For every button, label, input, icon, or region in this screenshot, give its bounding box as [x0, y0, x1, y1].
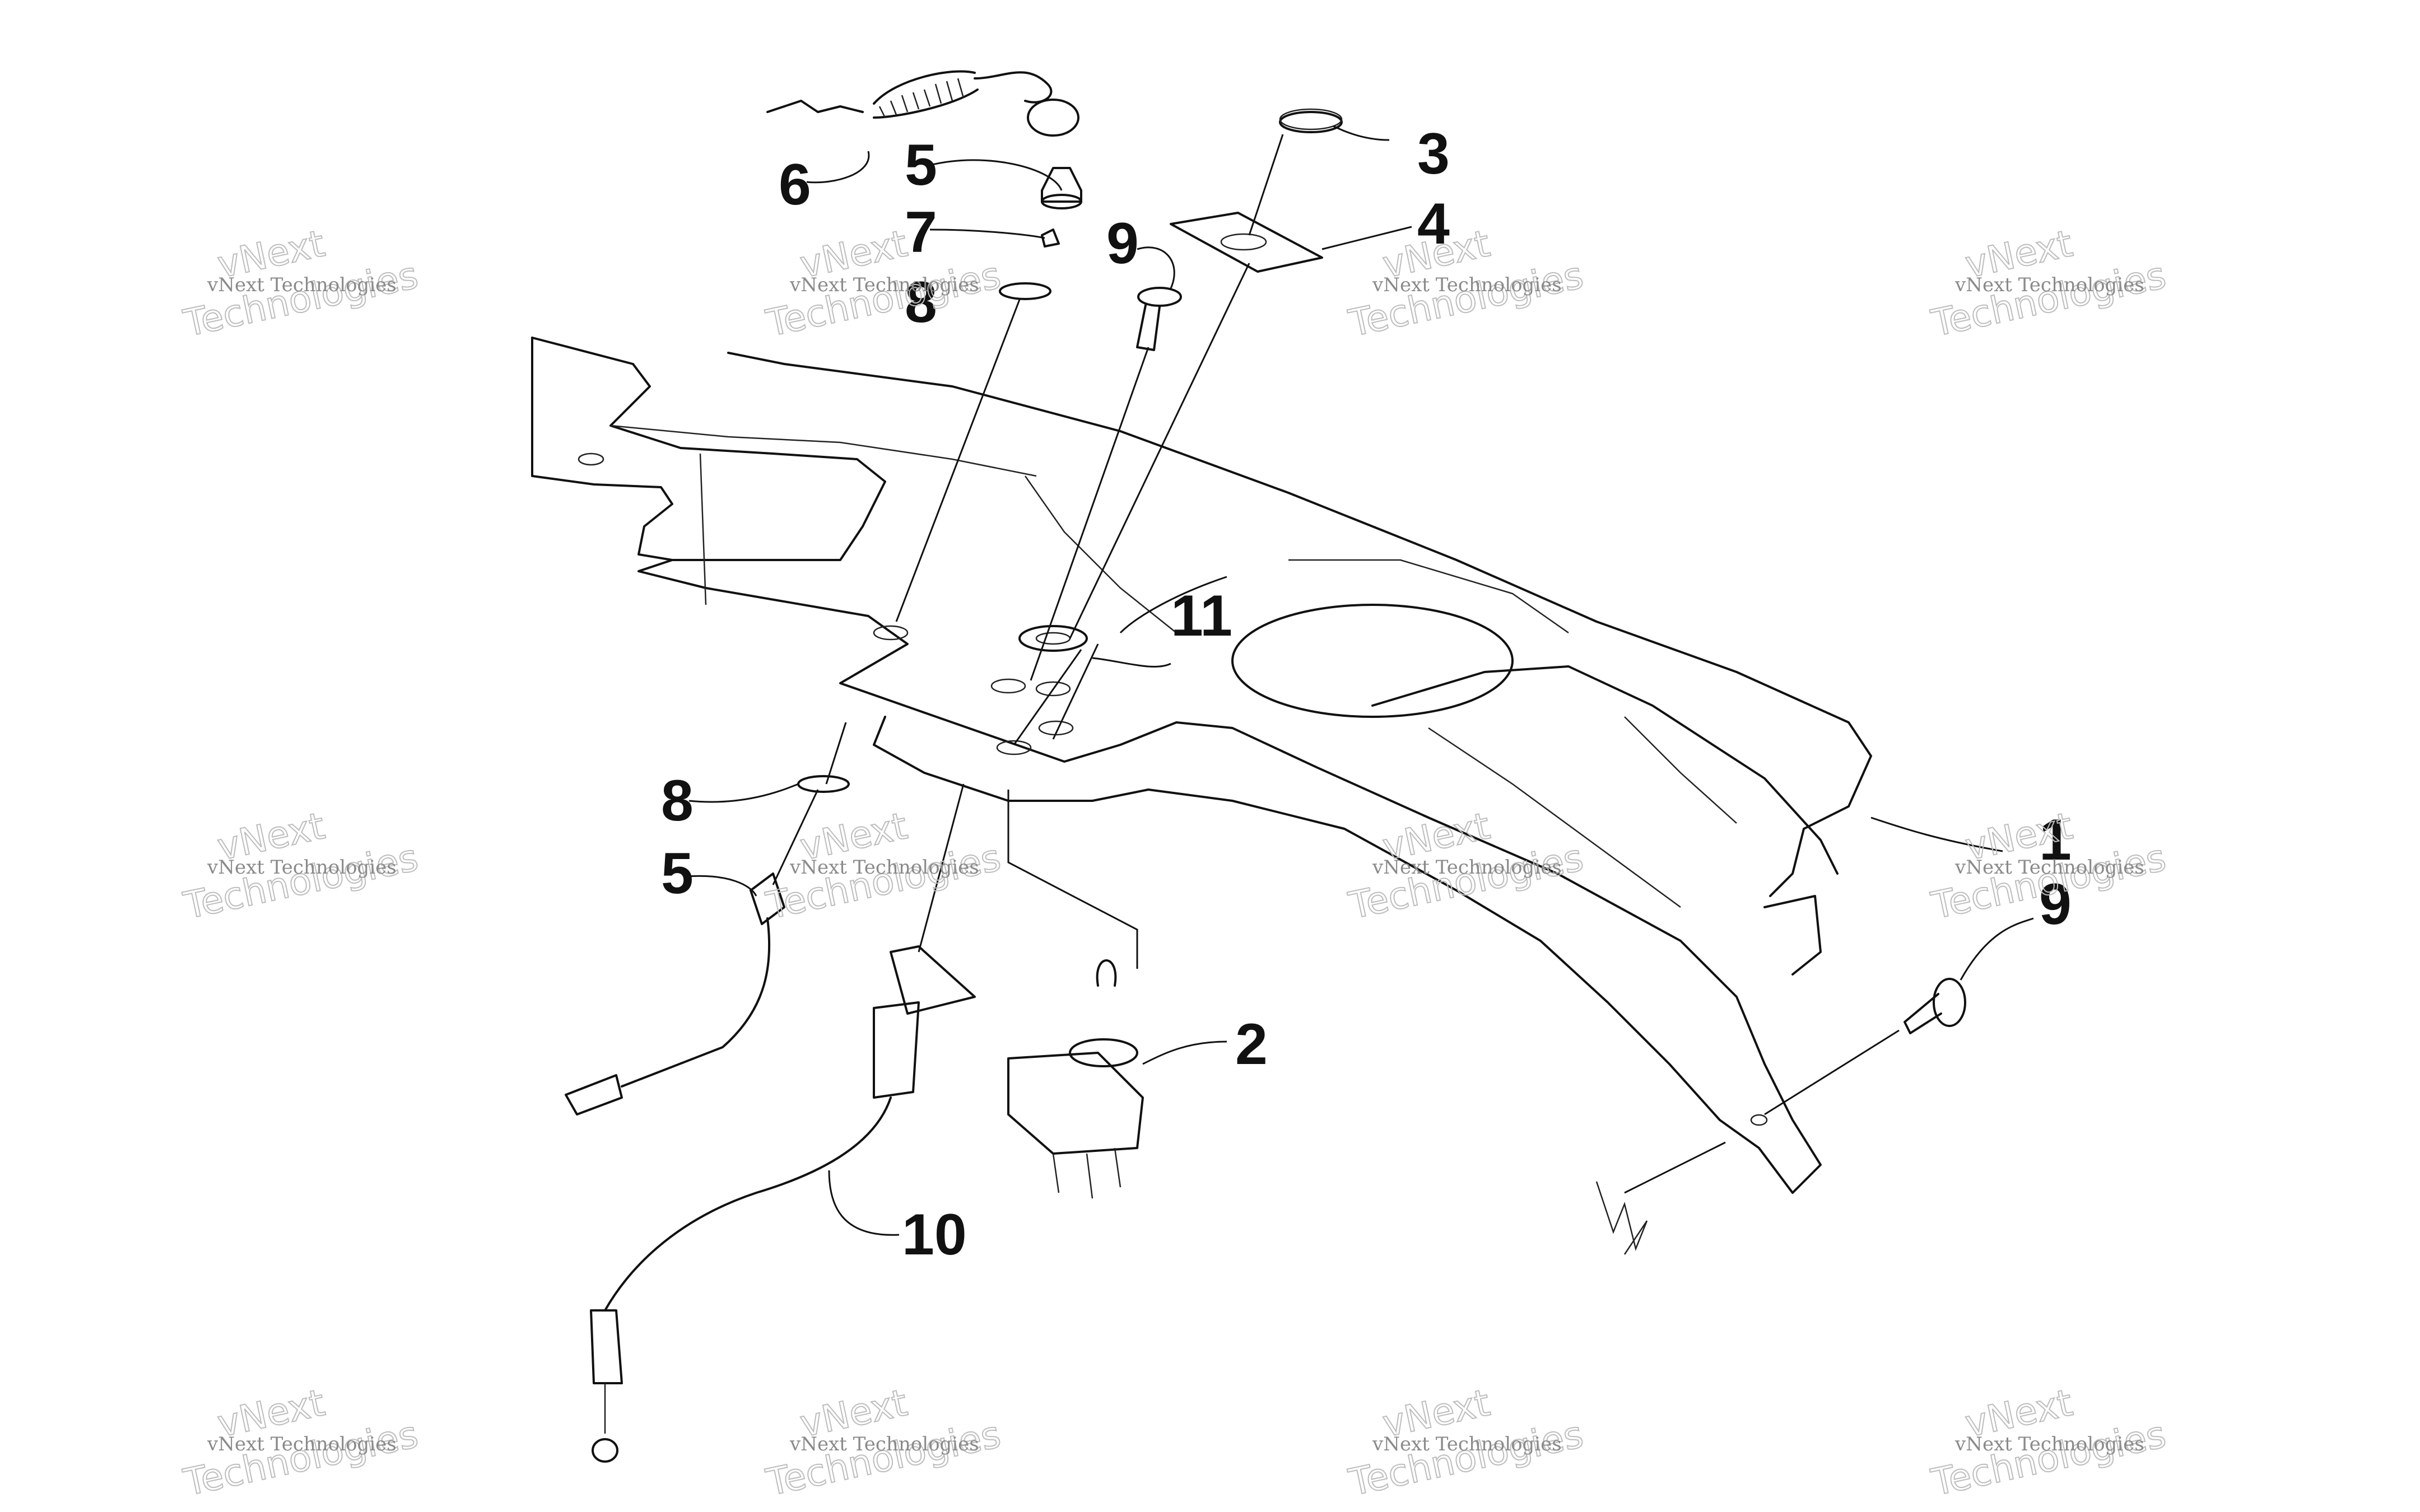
watermark-label: vNext Technologies: [789, 274, 979, 296]
watermark-label: vNext Technologies: [1372, 856, 1562, 879]
watermark-label: vNext Technologies: [1372, 274, 1562, 296]
light-socket-lead: [565, 872, 785, 1116]
watermark-label: vNext Technologies: [789, 1433, 979, 1455]
watermark-label: vNext Technologies: [789, 856, 979, 879]
watermark-label: vNext Technologies: [207, 274, 397, 296]
toggle-switch: [1007, 959, 1144, 1199]
watermark-label: vNext Technologies: [1954, 1433, 2144, 1455]
callout-1: 1: [2039, 808, 2072, 872]
tether-cord: [766, 70, 1079, 137]
watermark-label: vNext Technologies: [1372, 1433, 1562, 1455]
trim-ring: [1279, 108, 1343, 133]
callout-10: 10: [902, 1202, 967, 1267]
screw-right: [1904, 978, 1966, 1034]
rubber-cap-upper: [1041, 167, 1082, 209]
washer-upper: [999, 282, 1051, 300]
watermark-label: vNext Technologies: [207, 1433, 397, 1455]
callout-9-right: 9: [2039, 872, 2072, 937]
temperature-sender: [590, 945, 976, 1463]
watermark-label: vNext Technologies: [1954, 856, 2144, 879]
callout-5-lower: 5: [661, 841, 694, 906]
callout-9-upper: 9: [1106, 211, 1139, 276]
watermark-label: vNext Technologies: [1954, 274, 2144, 296]
screw-upper: [1136, 287, 1182, 351]
callout-2: 2: [1235, 1012, 1268, 1077]
grommet: [1018, 625, 1088, 652]
callout-6: 6: [779, 152, 811, 217]
callout-11: 11: [1171, 584, 1232, 648]
callout-4: 4: [1417, 192, 1450, 256]
callout-5-upper: 5: [905, 133, 937, 198]
reference-marker: [1595, 1181, 1648, 1255]
assembly-lines: [686, 125, 2034, 1236]
washer-lower: [797, 775, 850, 793]
callout-8-lower: 8: [661, 768, 694, 833]
console-housing: [531, 337, 1872, 1194]
callout-7: 7: [905, 200, 937, 265]
callout-3: 3: [1417, 122, 1450, 186]
bezel-plate: [1170, 212, 1323, 273]
callout-8-upper: 8: [905, 270, 937, 335]
small-nut: [1041, 228, 1060, 248]
watermark-label: vNext Technologies: [207, 856, 397, 879]
